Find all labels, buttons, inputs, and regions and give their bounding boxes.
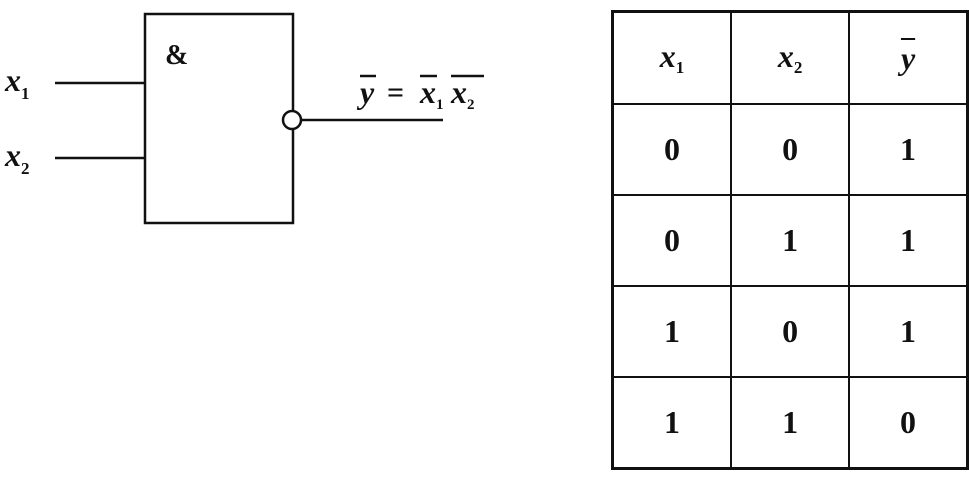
cell-x1: 0 — [611, 194, 733, 287]
output-equation: y = x1 x2 — [356, 74, 484, 113]
truth-table: x1 x2 y 0 0 1 0 1 1 1 0 1 1 1 0 — [611, 10, 969, 470]
cell-x1: 1 — [611, 285, 733, 378]
svg-text:x1: x1 — [419, 74, 444, 113]
table-row: 0 0 1 — [611, 103, 969, 196]
nand-gate-diagram: & x1 x2 y = x1 x2 — [4, 12, 484, 225]
table-row: 1 0 1 — [611, 285, 969, 378]
input-label-x2: x2 — [4, 137, 30, 178]
svg-text:y: y — [356, 74, 375, 110]
header-x2: x2 — [730, 10, 851, 105]
cell-x1: 1 — [611, 376, 733, 470]
svg-text:=: = — [387, 76, 404, 109]
inversion-bubble — [281, 109, 303, 131]
cell-x2: 0 — [730, 285, 851, 378]
cell-y: 1 — [848, 103, 969, 196]
svg-text:x2: x2 — [450, 74, 475, 113]
table-row: 0 1 1 — [611, 194, 969, 287]
table-row: 1 1 0 — [611, 376, 969, 470]
cell-y: 1 — [848, 285, 969, 378]
gate-symbol: & — [165, 40, 188, 71]
cell-y: 0 — [848, 376, 969, 470]
cell-y: 1 — [848, 194, 969, 287]
truth-table-header-row: x1 x2 y — [611, 10, 969, 105]
input-label-x1: x1 — [4, 62, 30, 103]
header-x1: x1 — [611, 10, 733, 105]
header-y-bar: y — [848, 10, 969, 105]
cell-x2: 0 — [730, 103, 851, 196]
cell-x2: 1 — [730, 194, 851, 287]
cell-x2: 1 — [730, 376, 851, 470]
cell-x1: 0 — [611, 103, 733, 196]
